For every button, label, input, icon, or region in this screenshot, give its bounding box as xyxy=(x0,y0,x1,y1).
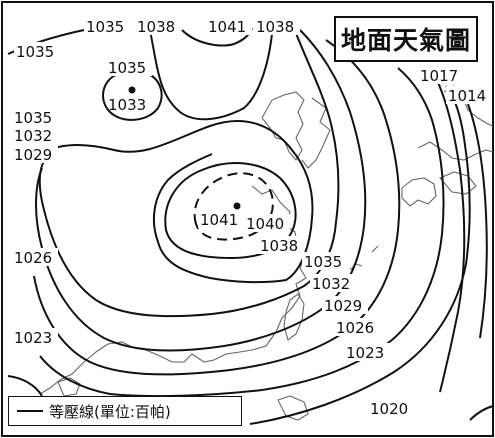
label-1014-ne: 1014 xyxy=(448,87,486,105)
isobar-1038-center xyxy=(164,162,297,260)
coastline-china xyxy=(39,185,307,395)
isobar-bottom-right xyxy=(469,405,494,421)
isobar-1035-main xyxy=(43,119,314,284)
label-1017-ne: 1017 xyxy=(420,67,458,85)
coastline-korea-south xyxy=(301,97,331,169)
isobar-labels: 1035 1038 1041 1038 1035 1035 1033 1035 … xyxy=(12,17,492,418)
label-1029-right: 1029 xyxy=(324,297,362,315)
high-center-main-dot xyxy=(233,202,241,210)
label-1032-left: 1032 xyxy=(14,127,52,145)
label-1035-top: 1035 xyxy=(86,18,124,36)
label-1020-bottom: 1020 xyxy=(370,400,408,418)
coastline-philippines xyxy=(277,395,309,421)
isobar-1032 xyxy=(38,27,340,318)
map-title: 地面天氣圖 xyxy=(340,26,471,55)
label-1038-top: 1038 xyxy=(137,18,175,36)
coastline-japan-kyushu xyxy=(401,177,437,207)
isobar-corner xyxy=(7,375,43,397)
legend-box: 等壓線(單位:百帕) xyxy=(8,396,242,426)
high-center-small-dot xyxy=(128,86,136,94)
label-1026-left: 1026 xyxy=(14,249,52,267)
coastline-japan-shikoku xyxy=(439,171,477,195)
label-1023-left: 1023 xyxy=(14,329,52,347)
label-1032-right: 1032 xyxy=(312,275,350,293)
label-1035-left: 1035 xyxy=(14,109,52,127)
label-1038-top-right: 1038 xyxy=(256,18,294,36)
isobar-1029 xyxy=(35,29,367,352)
map-title-box: 地面天氣圖 xyxy=(334,16,478,62)
legend-label: 等壓線(單位:百帕) xyxy=(49,402,171,421)
label-1029-left: 1029 xyxy=(14,146,52,164)
isobar-1017 xyxy=(431,69,466,393)
coastline-taiwan xyxy=(283,293,305,341)
label-1040-center: 1040 xyxy=(246,215,284,233)
legend-isobar-line-icon xyxy=(17,410,43,412)
isobar-1014 xyxy=(467,103,488,339)
label-1035-small-high: 1035 xyxy=(108,59,146,77)
coastline-korea xyxy=(261,91,305,161)
label-1041-center: 1041 xyxy=(200,211,238,229)
label-1033-center: 1033 xyxy=(108,96,146,114)
isobar-1040-dashed xyxy=(193,172,274,241)
isobar-1038-top xyxy=(149,29,273,121)
label-1026-right: 1026 xyxy=(336,319,374,337)
label-1035-nw: 1035 xyxy=(16,43,54,61)
label-1023-right: 1023 xyxy=(346,344,384,362)
label-1035-right: 1035 xyxy=(304,253,342,271)
label-1038-center: 1038 xyxy=(260,237,298,255)
label-1041-top: 1041 xyxy=(208,18,246,36)
